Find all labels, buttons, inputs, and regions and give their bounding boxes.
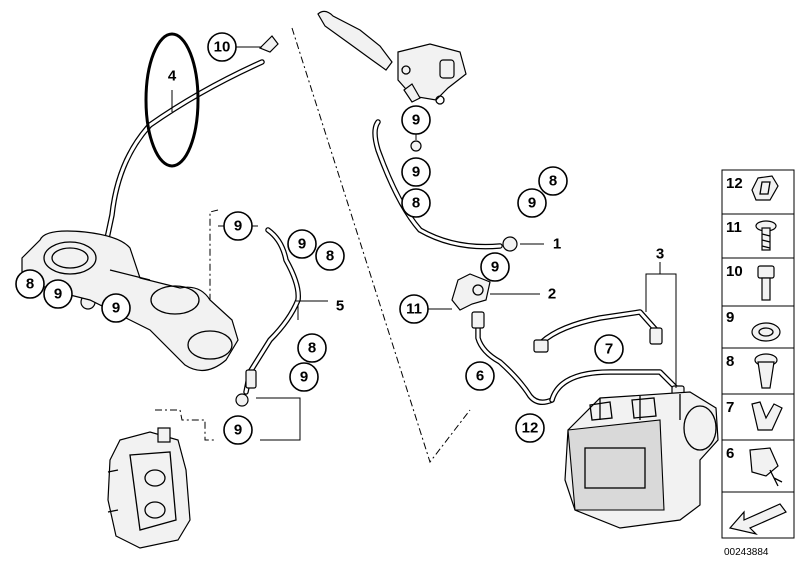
callout-9-clamp-left[interactable]: 9 <box>43 279 73 309</box>
svg-text:11: 11 <box>726 219 742 236</box>
seal-ring-icon <box>751 322 781 342</box>
callout-8-hose5-mid[interactable]: 8 <box>315 241 345 271</box>
svg-text:8: 8 <box>308 340 316 357</box>
callout-9-clamp-right[interactable]: 9 <box>101 293 131 323</box>
svg-text:9: 9 <box>234 218 242 235</box>
svg-text:10: 10 <box>726 263 743 280</box>
svg-text:8: 8 <box>26 276 34 293</box>
master-cylinder <box>317 10 467 105</box>
highlight-ellipse <box>144 32 200 168</box>
hose-clip-icon <box>751 175 779 201</box>
svg-text:7: 7 <box>605 341 613 358</box>
brake-hose-5 <box>235 227 301 407</box>
svg-text:9: 9 <box>491 259 499 276</box>
legend-item-10[interactable]: 10 <box>721 257 795 307</box>
callout-6[interactable]: 6 <box>465 361 495 391</box>
label-2: 2 <box>548 286 556 303</box>
bolt-icon <box>757 265 775 301</box>
svg-text:9: 9 <box>112 300 120 317</box>
leader-lines <box>171 46 677 441</box>
screw-icon <box>755 220 777 251</box>
svg-text:12: 12 <box>522 420 539 437</box>
abs-unit <box>564 391 719 529</box>
callout-9-hose5-top[interactable]: 9 <box>223 211 253 241</box>
callout-11[interactable]: 11 <box>399 294 429 324</box>
callout-12[interactable]: 12 <box>515 413 545 443</box>
svg-text:9: 9 <box>234 422 242 439</box>
svg-text:8: 8 <box>549 173 557 190</box>
svg-text:9: 9 <box>412 112 420 129</box>
svg-text:9: 9 <box>528 195 536 212</box>
callout-9-hose5-mid[interactable]: 9 <box>287 229 317 259</box>
svg-text:4: 4 <box>168 68 177 85</box>
callout-9-hose5-low[interactable]: 9 <box>289 362 319 392</box>
svg-text:12: 12 <box>726 175 743 192</box>
parts-legend: 12 11 10 9 <box>721 169 795 539</box>
assembly-lines <box>155 27 471 464</box>
svg-text:9: 9 <box>300 369 308 386</box>
legend-item-11[interactable]: 11 <box>721 213 795 259</box>
callout-9-line1[interactable]: 9 <box>480 252 510 282</box>
callout-7[interactable]: 7 <box>594 334 624 364</box>
svg-text:9: 9 <box>54 286 62 303</box>
document-number: 00243884 <box>724 547 769 558</box>
label-1: 1 <box>553 236 561 253</box>
svg-text:10: 10 <box>214 39 231 56</box>
callout-9-right[interactable]: 9 <box>517 188 547 218</box>
svg-text:9: 9 <box>726 309 734 326</box>
svg-text:8: 8 <box>726 353 734 370</box>
sensor-clip-icon <box>749 447 783 487</box>
legend-item-8[interactable]: 8 <box>721 347 795 395</box>
brake-hose-4 <box>80 35 279 310</box>
callout-9-caliper[interactable]: 9 <box>223 415 253 445</box>
callout-9-master-2[interactable]: 9 <box>401 157 431 187</box>
legend-item-9[interactable]: 9 <box>721 305 795 349</box>
callout-8-hose5-low[interactable]: 8 <box>297 333 327 363</box>
callout-8-clamp[interactable]: 8 <box>15 269 45 299</box>
svg-text:6: 6 <box>726 445 734 462</box>
svg-text:8: 8 <box>412 195 420 212</box>
label-3: 3 <box>656 246 664 263</box>
callout-4[interactable]: 4 <box>168 68 177 85</box>
arrow-icon <box>728 503 787 536</box>
legend-item-6[interactable]: 6 <box>721 439 795 493</box>
triple-clamp <box>21 230 239 371</box>
svg-text:8: 8 <box>326 248 334 265</box>
brake-line-3 <box>533 309 685 403</box>
legend-item-7[interactable]: 7 <box>721 393 795 441</box>
callout-10-top[interactable]: 10 <box>207 32 237 62</box>
svg-text:9: 9 <box>298 236 306 253</box>
bracket-2 <box>451 273 491 311</box>
banjo-bolt-icon <box>754 353 778 389</box>
label-5: 5 <box>336 298 344 315</box>
brake-line-1 <box>372 119 518 252</box>
callout-9-master[interactable]: 9 <box>401 105 431 135</box>
clip-icon <box>751 401 783 431</box>
svg-text:11: 11 <box>406 301 422 318</box>
legend-item-12[interactable]: 12 <box>721 169 795 215</box>
callout-8-master[interactable]: 8 <box>401 188 431 218</box>
brake-line-6 <box>471 311 555 405</box>
brake-caliper <box>107 427 191 549</box>
svg-text:9: 9 <box>412 164 420 181</box>
legend-item-arrow[interactable] <box>721 491 795 539</box>
svg-text:7: 7 <box>726 399 734 416</box>
svg-text:6: 6 <box>476 368 484 385</box>
callout-8-right[interactable]: 8 <box>538 166 568 196</box>
